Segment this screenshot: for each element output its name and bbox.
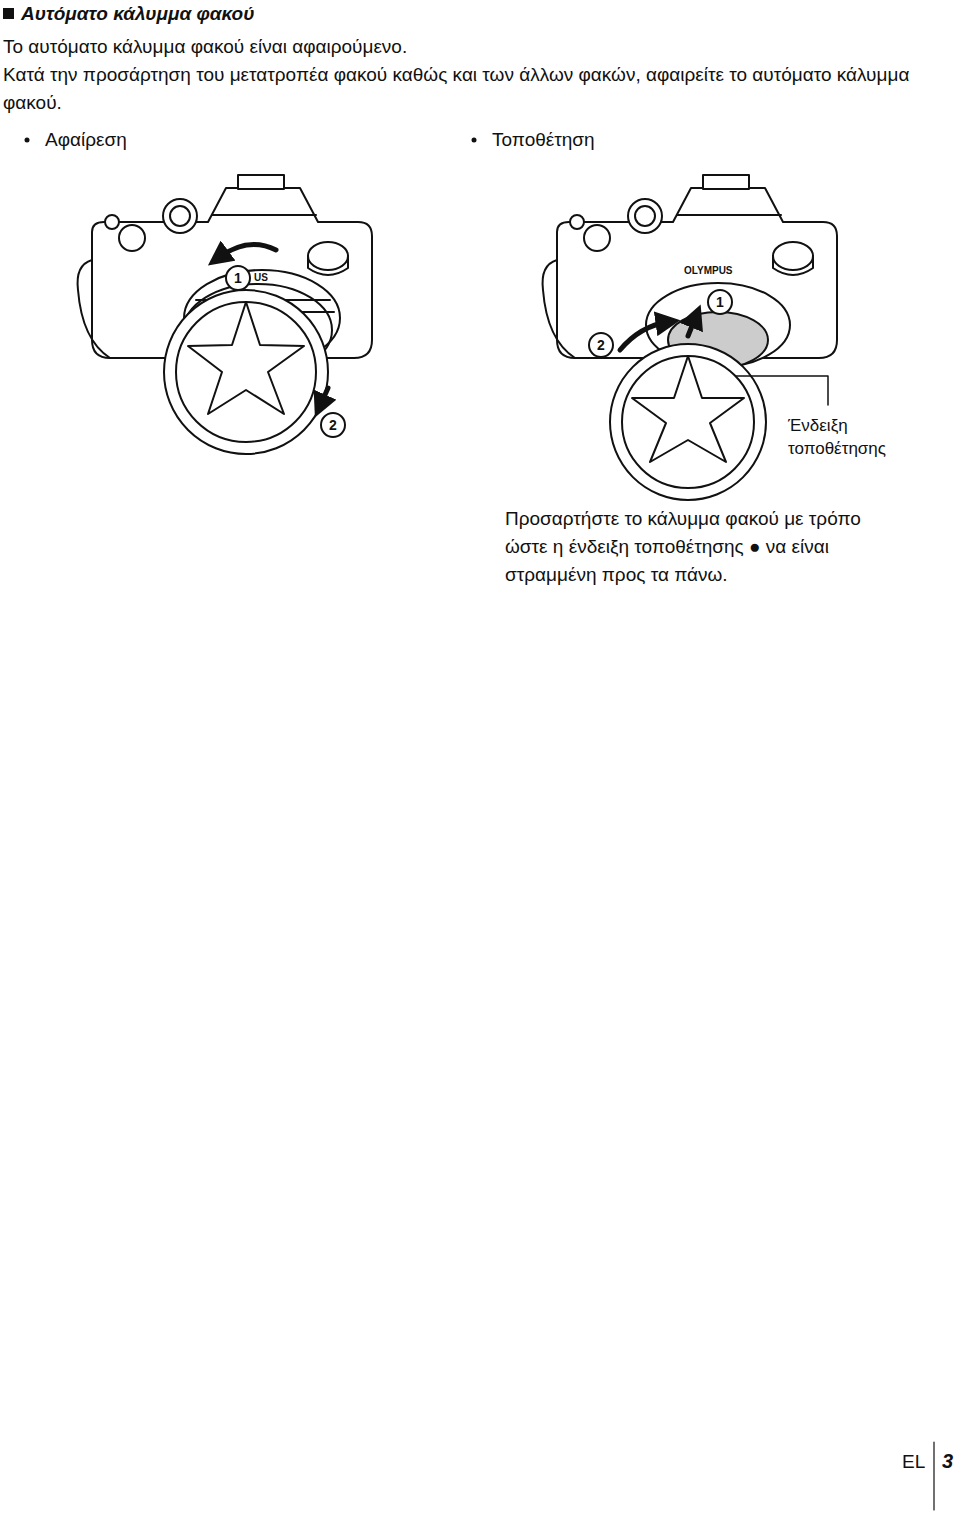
page-title: Αυτόματο κάλυμμα φακού bbox=[21, 1, 254, 27]
body-text: Κατά την προσάρτηση του μετατροπέα φακού… bbox=[3, 61, 953, 117]
callout-number: 2 bbox=[322, 414, 344, 436]
leader-line bbox=[736, 376, 828, 405]
brand-text: OLYMPUS bbox=[684, 265, 733, 277]
bullet bbox=[25, 138, 30, 143]
camera-left bbox=[78, 175, 372, 454]
body-text: Το αυτόματο κάλυμμα φακού είναι αφαιρούμ… bbox=[3, 33, 953, 61]
note-text: Προσαρτήστε το κάλυμμα φακού με τρόπο ώσ… bbox=[505, 505, 885, 589]
brand-text: US bbox=[254, 272, 268, 284]
step-heading: Αφαίρεση bbox=[45, 127, 127, 153]
page-number: 3 bbox=[942, 1449, 953, 1473]
callout-label: Ένδειξη τοποθέτη­σης bbox=[788, 414, 888, 460]
callout-number: 2 bbox=[590, 334, 612, 356]
callout-number: 1 bbox=[227, 267, 249, 289]
title-square bbox=[3, 8, 14, 19]
bullet bbox=[472, 138, 477, 143]
language-code: EL bbox=[902, 1450, 925, 1474]
page-rule bbox=[933, 1442, 934, 1510]
step-heading: Τοποθέτηση bbox=[492, 127, 595, 153]
callout-number: 1 bbox=[709, 291, 731, 313]
